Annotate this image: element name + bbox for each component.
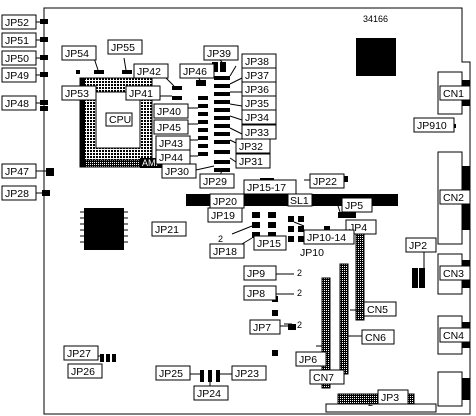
label-jp24: JP24 (197, 388, 221, 400)
label-cn4: CN4 (443, 330, 464, 342)
label-jp46: JP46 (183, 66, 207, 78)
label-cn3: CN3 (443, 268, 464, 280)
labels: JP52 JP51 JP50 JP49 JP48 JP47 JP28 JP54 … (1, 14, 471, 408)
label-jp29: JP29 (203, 176, 227, 188)
label-jp32: JP32 (239, 141, 263, 153)
label-jp43: JP43 (159, 138, 183, 150)
slot-sl1-label: SL1 (290, 195, 309, 207)
label-jp35: JP35 (245, 98, 269, 110)
label-cn5: CN5 (367, 304, 388, 316)
label-jp26: JP26 (71, 366, 95, 378)
header-cn5 (355, 219, 365, 321)
label-jp30: JP30 (165, 166, 189, 178)
label-jp27: JP27 (67, 348, 91, 360)
label-jp37: JP37 (245, 70, 269, 82)
connector-bottom-right-shape (437, 371, 470, 407)
header-cn7 (321, 277, 331, 389)
jumper-blocks-cpu (76, 62, 278, 188)
label-jp19: JP19 (211, 210, 235, 222)
label-jp7: JP7 (253, 322, 271, 334)
label-jp52: JP52 (5, 17, 29, 29)
label-jp28: JP28 (5, 188, 29, 200)
left-jumper-lines (36, 21, 46, 194)
label-jp23: JP23 (235, 368, 259, 380)
slot-sl1-label-box (287, 193, 313, 207)
label-jp10: JP10 (300, 247, 324, 259)
label-cn7: CN7 (313, 372, 334, 384)
label-jp34: JP34 (245, 112, 269, 124)
label-jp42: JP42 (137, 66, 161, 78)
pin-2-jp3: 2 (368, 398, 373, 408)
chip-left-pins (80, 211, 128, 243)
label-jp53: JP53 (65, 88, 89, 100)
pin-2-jp8: 2 (297, 288, 302, 298)
label-jp15-17: JP15-17 (247, 182, 286, 194)
label-jp45: JP45 (157, 122, 181, 134)
label-jp5: JP5 (345, 200, 363, 212)
amp-label: AMP (142, 158, 162, 168)
label-jp36: JP36 (245, 84, 269, 96)
label-jp20: JP20 (213, 196, 237, 208)
part-number: 34166 (363, 14, 388, 24)
chip-top-right (356, 38, 396, 76)
label-jp15: JP15 (257, 238, 281, 250)
left-jumper-pins (40, 19, 54, 196)
amp-label-box (140, 158, 166, 168)
label-jp31: JP31 (239, 156, 263, 168)
cpu-label: CPU (109, 114, 131, 126)
label-jp44: JP44 (159, 152, 183, 164)
label-jp21: JP21 (155, 224, 179, 236)
label-jp49: JP49 (5, 70, 29, 82)
bottom-header-2 (325, 403, 437, 413)
label-jp6: JP6 (299, 354, 317, 366)
label-cn6: CN6 (365, 332, 386, 344)
pin-2-jp7: 2 (297, 320, 302, 330)
label-jp9: JP9 (247, 268, 265, 280)
label-jp51: JP51 (5, 35, 29, 47)
label-jp41: JP41 (129, 88, 153, 100)
label-jp48: JP48 (5, 98, 29, 110)
label-jp2: JP2 (409, 240, 427, 252)
pin-2-jp21: 2 (218, 234, 223, 244)
label-cn2: CN2 (443, 192, 464, 204)
label-jp50: JP50 (5, 53, 29, 65)
label-jp39: JP39 (207, 48, 231, 60)
label-jp40: JP40 (157, 106, 181, 118)
cpu-label-box (105, 112, 133, 127)
chip-left (84, 208, 124, 250)
label-jp54: JP54 (65, 48, 89, 60)
label-jp25: JP25 (159, 368, 183, 380)
label-jp10-14: JP10-14 (307, 232, 346, 244)
label-jp18: JP18 (213, 246, 237, 258)
label-jp47: JP47 (5, 166, 29, 178)
board-outline (43, 7, 471, 415)
header-cn6 (339, 263, 349, 375)
label-jp33: JP33 (245, 127, 269, 139)
label-jp38: JP38 (245, 56, 269, 68)
label-jp55: JP55 (111, 42, 135, 54)
label-jp22: JP22 (313, 176, 337, 188)
pin-2-jp9: 2 (297, 268, 302, 278)
label-jp8: JP8 (247, 288, 265, 300)
amp-lever-handle (80, 78, 85, 167)
label-jp910: JP910 (417, 120, 447, 132)
label-cn1: CN1 (443, 88, 464, 100)
label-jp3: JP3 (381, 392, 399, 404)
